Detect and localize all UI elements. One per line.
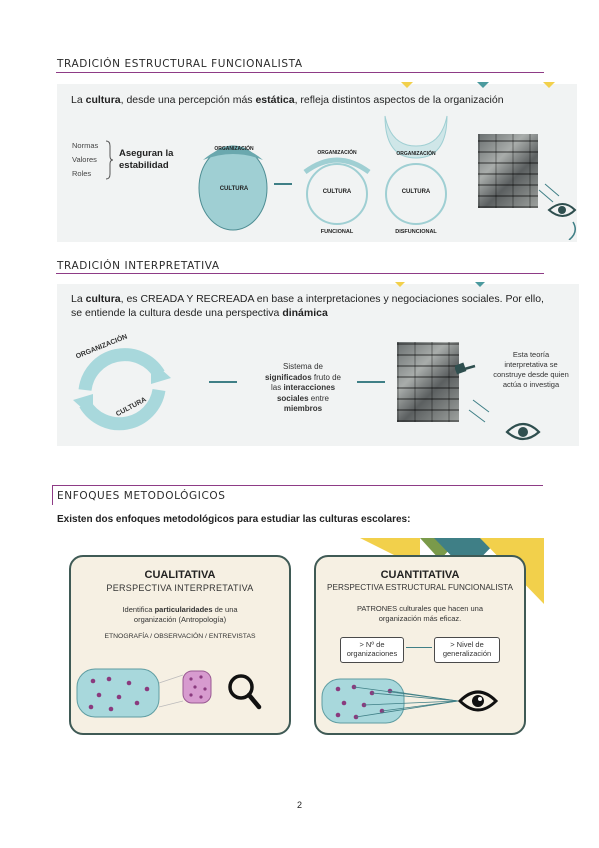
stone-wall-image (397, 342, 459, 422)
quantitative-card: CUANTITATIVA PERSPECTIVA ESTRUCTURAL FUN… (314, 555, 526, 735)
cycle-arrows-icon (73, 348, 171, 431)
norms-list: Normas Valores Roles (72, 139, 98, 181)
qualitative-subtitle: PERSPECTIVA INTERPRETATIVA (106, 583, 254, 593)
decor-triangles-icon (395, 282, 485, 287)
section-divider (56, 273, 544, 275)
section-title-methods: ENFOQUES METODOLÓGICOS (57, 490, 226, 502)
panel-interpretive: La cultura, es CREADA Y RECREADA en base… (57, 282, 579, 446)
panel-structural: La cultura, desde una percepción más est… (57, 82, 577, 242)
stability-text: Aseguran la estabilidad (119, 148, 174, 171)
dysfunctional-label: DISFUNCIONAL (395, 229, 437, 235)
section-title-interpretive: TRADICIÓN INTERPRETATIVA (57, 260, 220, 272)
culture-label: CULTURA (401, 189, 431, 195)
interpretive-lead-text: La cultura, es CREADA Y RECREADA en base… (71, 293, 544, 319)
section-bracket (52, 485, 54, 505)
connector-line (274, 183, 292, 185)
dysfunctional-diagram (384, 115, 448, 225)
structural-lead-text: La cultura, desde una percepción más est… (71, 94, 504, 106)
meaning-system-text: Sistema de significados fruto de las int… (264, 362, 342, 413)
quantitative-subtitle: PERSPECTIVA ESTRUCTURAL FUNCIONALISTA (327, 583, 513, 592)
qualitative-title: CUALITATIVA (144, 569, 216, 581)
connector-line (406, 647, 432, 649)
section-divider (56, 72, 544, 74)
list-item: Roles (72, 169, 92, 178)
connector-line (357, 381, 385, 383)
list-item: Valores (72, 155, 97, 164)
functional-diagram (303, 157, 371, 225)
stone-wall-image (478, 134, 538, 208)
section-divider (52, 485, 543, 487)
methods-intro-text: Existen dos enfoques metodológicos para … (57, 514, 411, 525)
quantitative-description: PATRONES culturales que hacen una organi… (356, 604, 484, 623)
culture-label: CULTURA (219, 186, 249, 192)
quantitative-title: CUANTITATIVA (380, 569, 460, 581)
quantitative-cells-icon (321, 678, 499, 724)
culture-label: CULTURA (322, 189, 352, 195)
org-label: ORGANIZACIÓN (396, 151, 436, 157)
eye-observer-icon (538, 183, 577, 240)
list-item: Normas (72, 141, 99, 150)
qualitative-description: Identifica particularidades de una organ… (122, 605, 238, 624)
org-label: ORGANIZACIÓN (214, 146, 254, 152)
qualitative-methods: ETNOGRAFÍA / OBSERVACIÓN / ENTREVISTAS (104, 633, 256, 640)
hammer-icon (455, 362, 476, 375)
org-label: ORGANIZACIÓN (317, 150, 357, 156)
functional-label: FUNCIONAL (320, 229, 354, 235)
qualitative-card: CUALITATIVA PERSPECTIVA INTERPRETATIVA I… (69, 555, 291, 735)
brace-icon (105, 140, 114, 180)
decor-triangles-icon (401, 82, 555, 88)
interpretive-theory-text: Esta teoría interpretativa se construye … (493, 350, 569, 389)
page-number: 2 (296, 800, 302, 810)
section-title-structural: TRADICIÓN ESTRUCTURAL FUNCIONALISTA (57, 58, 303, 70)
culture-org-diagram (198, 145, 268, 231)
eye-observer-icon (468, 399, 541, 441)
qualitative-cells-icon (76, 668, 262, 718)
connector-line (209, 381, 237, 383)
